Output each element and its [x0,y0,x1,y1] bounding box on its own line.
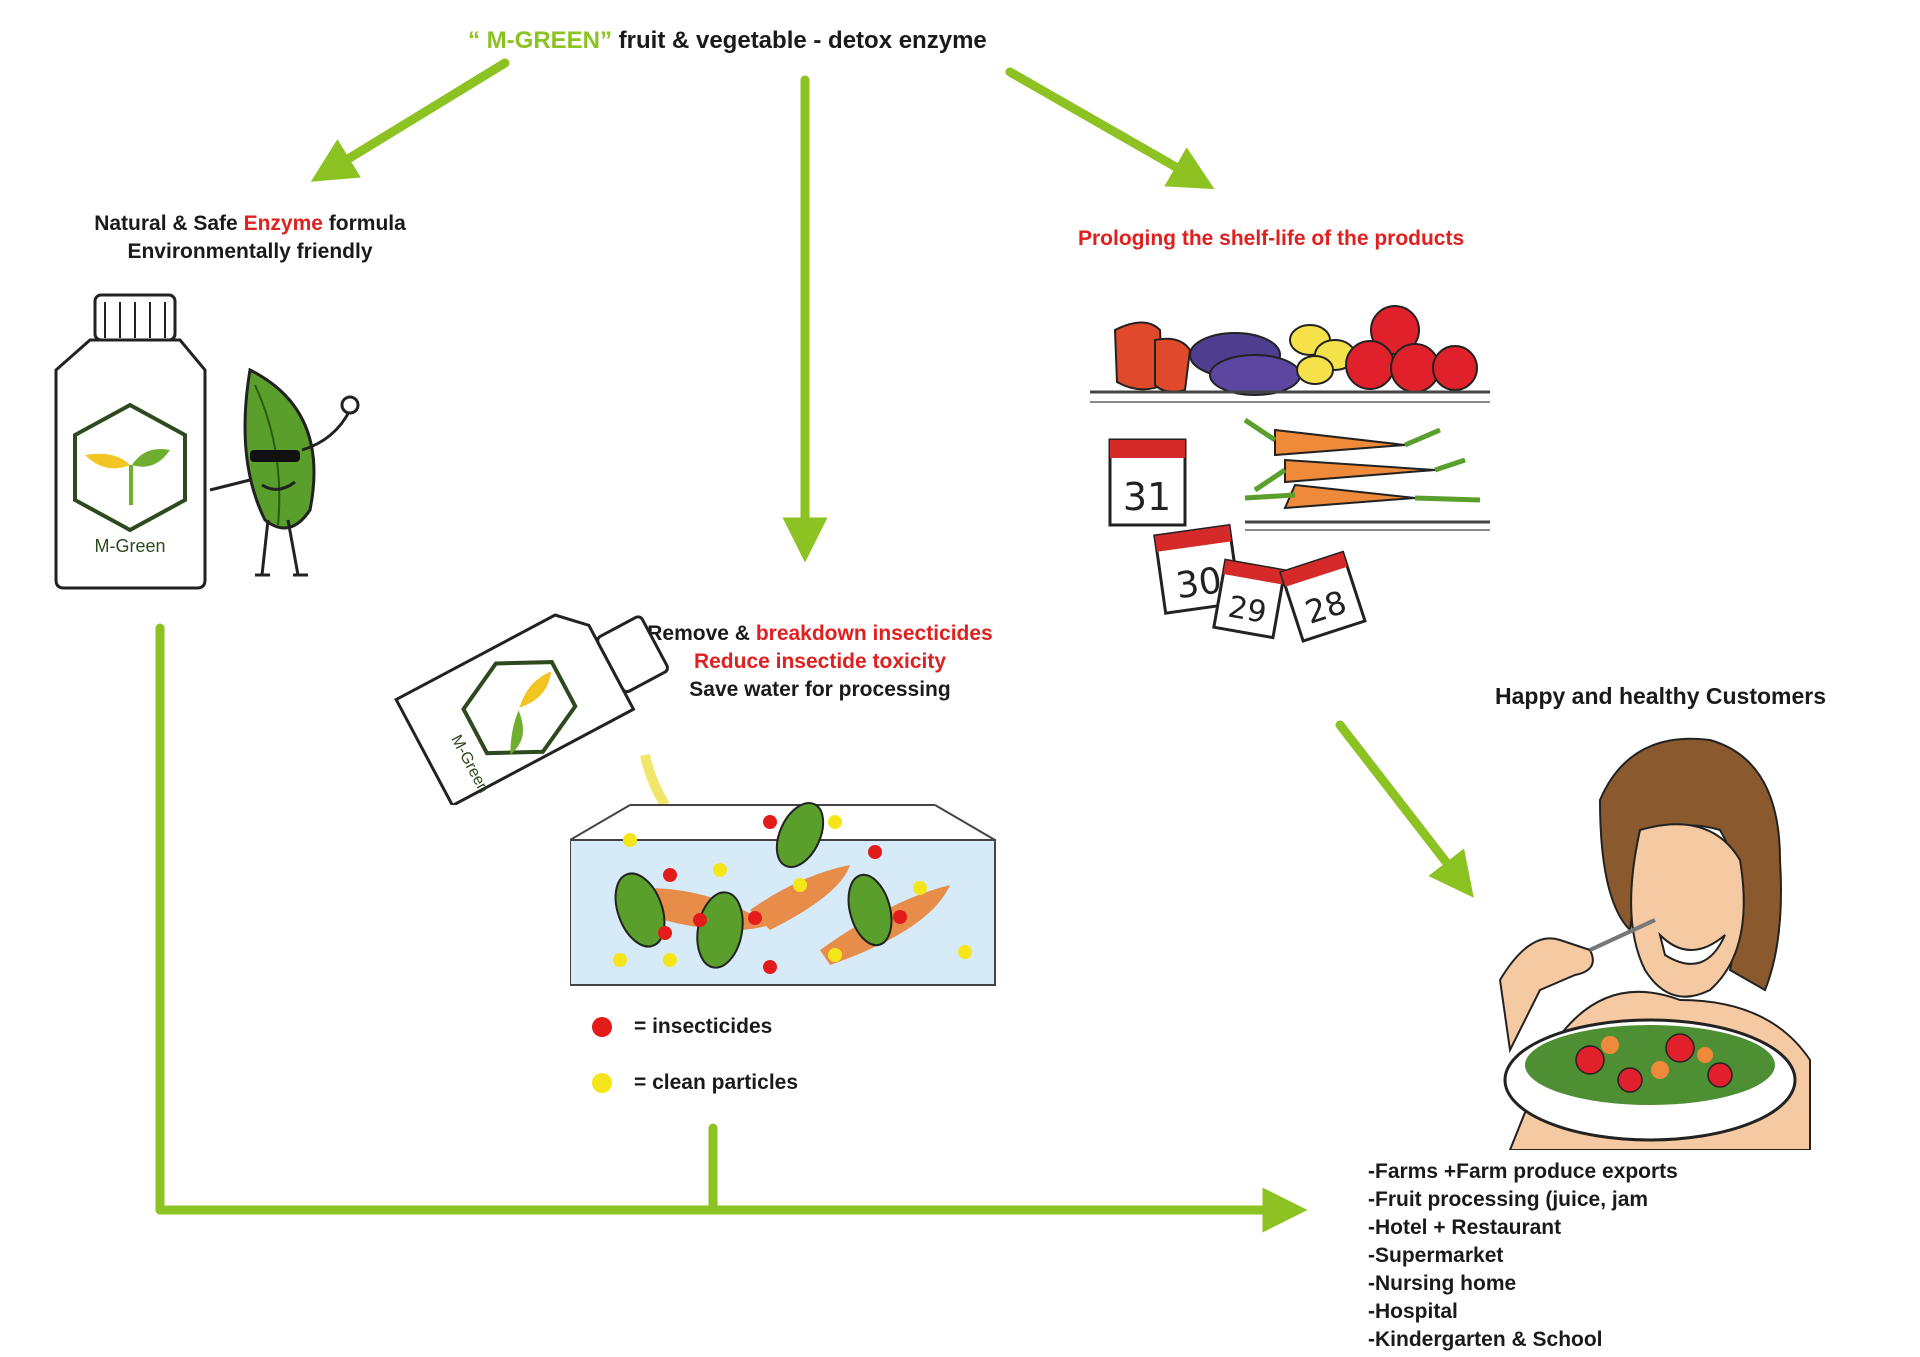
list-item: -Supermarket [1368,1244,1504,1267]
face [1630,823,1745,998]
clean-particle-dot-icon [592,1073,612,1093]
list-item: -Hotel + Restaurant [1368,1216,1562,1239]
bottle-label: M-Green [94,536,165,556]
pepper [1154,337,1192,393]
breakdown-highlight: breakdown insecticides [755,622,993,645]
list-item: -Nursing home [1368,1272,1517,1295]
calendar-page-29: 29 [1212,558,1287,640]
happy-customer-illustration [1498,737,1811,1150]
legend-insecticides: = insecticides [634,1015,773,1038]
wash-tank [570,802,996,986]
shelf-life-text: Prologing the shelf-life of the products [1078,227,1465,250]
svg-text:29: 29 [1225,590,1269,631]
leaf-mascot [243,367,316,530]
produce-shelves [1090,305,1490,531]
enzyme-highlight: Enzyme [243,212,323,235]
save-water-text: Save water for processing [689,678,951,701]
arrow-to-shelf-life [1005,67,1215,190]
svg-text:31: 31 [1123,475,1171,519]
page-title: “ M-GREEN” fruit & vegetable - detox enz… [468,27,987,55]
eco-friendly-text: Environmentally friendly [127,240,373,263]
logo-sprout-yellow [85,453,130,469]
fork [1589,918,1656,952]
sunglasses [250,450,300,462]
calendar-page-28: 28 [1279,550,1367,643]
eggplant [1209,354,1301,396]
insecticide-dot-icon [592,1017,612,1037]
calendar-pages: 31 30 29 28 [1108,438,1367,643]
toxicity-text: Reduce insectide toxicity [693,650,947,673]
svg-text:30: 30 [1173,560,1224,607]
bottle-body [54,338,207,590]
list-item: -Hospital [1368,1300,1458,1323]
legend-clean-particles: = clean particles [634,1071,799,1094]
tomato [1345,340,1395,390]
lemon [1296,355,1334,385]
logo-hexagon [73,402,187,533]
arrow-to-safe-formula [310,58,510,182]
list-item: -Fruit processing (juice, jam [1368,1188,1649,1211]
bottle-with-leaf-mascot: M-Green [54,293,360,590]
safe-formula-text: Natural & Safe Enzyme formula Environmen… [40,210,460,266]
pouring-bottle-illustration: M-Green [394,613,670,805]
tomato [1432,345,1478,391]
insecticide-removal-text: Remove & breakdown insecticides Reduce i… [600,620,1040,704]
calendar-page-31: 31 [1108,438,1187,527]
logo-sprout-green [132,449,170,467]
list-item: -Kindergarten & School [1368,1328,1603,1351]
carrot [1274,428,1406,457]
customer-list: -Farms +Farm produce exports -Fruit proc… [1368,1158,1678,1354]
pouring-liquid [640,753,670,805]
title-rest: fruit & vegetable - detox enzyme [612,27,987,54]
arrow-to-customers [1335,720,1474,898]
customers-heading: Happy and healthy Customers [1495,683,1827,709]
list-item: -Farms +Farm produce exports [1368,1160,1678,1183]
arm [1498,937,1594,1054]
tomato [1390,343,1440,393]
brand-name: “ M-GREEN” [468,27,612,54]
